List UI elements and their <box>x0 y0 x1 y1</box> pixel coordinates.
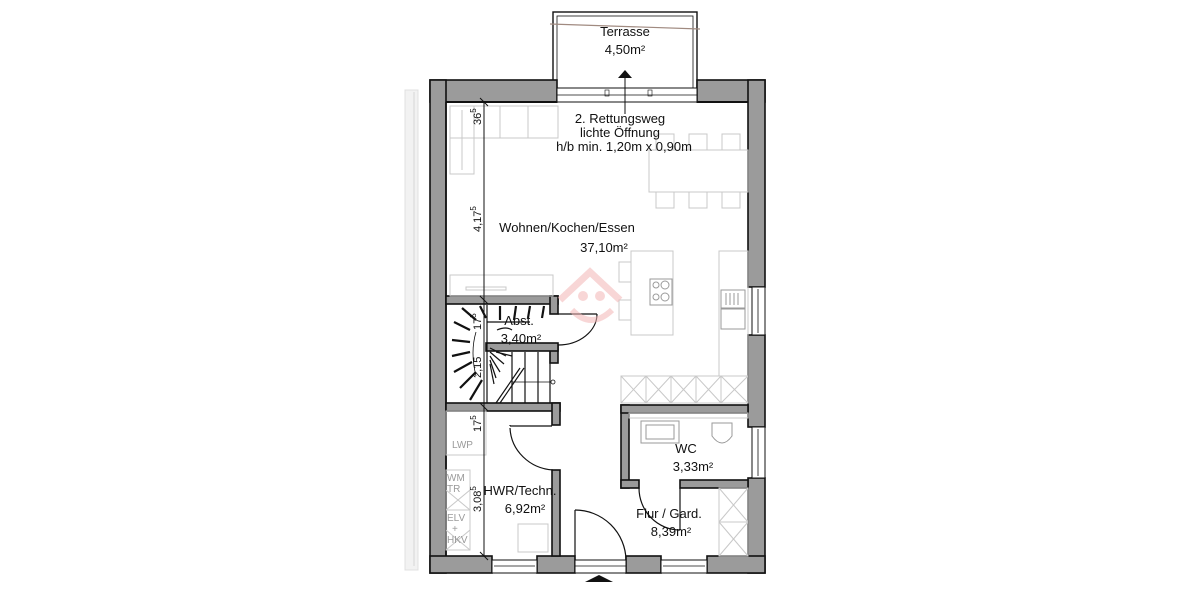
toilet-icon <box>711 422 733 444</box>
label-lwp: LWP <box>452 440 473 451</box>
rettungsweg-arrow <box>618 70 632 114</box>
room-area-hwr: 6,92m² <box>505 501 546 516</box>
room-area-wohnen: 37,10m² <box>580 240 628 255</box>
kitchen-island <box>618 250 674 336</box>
label-hkv: HKV <box>447 535 468 546</box>
label-wm: WM <box>447 473 465 484</box>
sofa <box>449 105 559 175</box>
room-name-abst: Abst. <box>504 313 534 328</box>
dim-sofa: 365 <box>469 108 484 125</box>
label-tr: TR <box>447 484 460 495</box>
room-name-flur: Flur / Gard. <box>636 506 702 521</box>
room-area-flur: 8,39m² <box>651 524 692 539</box>
dim-living-height: 4,175 <box>469 206 484 232</box>
tv-sideboard <box>449 274 554 297</box>
room-name-hwr: HWR/Techn. <box>484 483 557 498</box>
door-hwr <box>509 425 554 471</box>
dim-hwr-upper: 175 <box>469 415 484 432</box>
dim-stair-lower: 2,15 <box>472 357 484 378</box>
label-plus: + <box>452 524 458 535</box>
entrance-arrow-icon <box>585 575 613 582</box>
watermark-logo <box>557 267 623 323</box>
window-terrace <box>556 87 698 103</box>
dim-stair-upper: 175 <box>469 313 484 330</box>
room-area-abst: 3,40m² <box>501 331 542 346</box>
terrace-section-line <box>549 23 701 30</box>
room-area-wc: 3,33m² <box>673 459 714 474</box>
furniture <box>445 105 749 557</box>
dining-table <box>648 133 749 209</box>
interior-walls <box>445 295 749 557</box>
rettungsweg-line3: h/b min. 1,20m x 0,90m <box>556 139 692 154</box>
window-wc <box>751 426 766 479</box>
window-flur <box>660 559 708 574</box>
dimension-chain <box>479 97 489 561</box>
neighbour-outline <box>404 89 419 571</box>
room-name-wohnen: Wohnen/Kochen/Essen <box>499 220 635 235</box>
label-elv: ELV <box>447 513 465 524</box>
windows <box>491 87 766 574</box>
entrance-door <box>574 509 627 582</box>
kitchen-cabinets <box>620 375 749 404</box>
fixture-labels: LWP WM TR ELV + HKV <box>447 440 473 546</box>
window-hwr <box>491 559 538 574</box>
door-wc <box>638 487 681 531</box>
room-name-terrasse: Terrasse <box>600 24 650 39</box>
dimension-labels: 365 4,175 175 2,15 175 3,085 <box>469 108 484 512</box>
rettungsweg-line1: 2. Rettungsweg <box>575 111 665 126</box>
wc-fixtures <box>628 412 749 444</box>
wardrobe <box>718 487 749 557</box>
window-kitchen <box>751 286 766 336</box>
kitchen-counter <box>718 250 749 377</box>
rettungsweg-line2: lichte Öffnung <box>580 125 660 140</box>
arrow-up-icon <box>618 70 632 78</box>
staircase <box>451 305 556 404</box>
room-name-wc: WC <box>675 441 697 456</box>
dim-hwr-height: 3,085 <box>469 486 484 512</box>
hwr-appliances <box>445 410 549 553</box>
room-area-terrasse: 4,50m² <box>605 42 646 57</box>
labels: Terrasse 4,50m² 2. Rettungsweg lichte Öf… <box>484 24 714 539</box>
